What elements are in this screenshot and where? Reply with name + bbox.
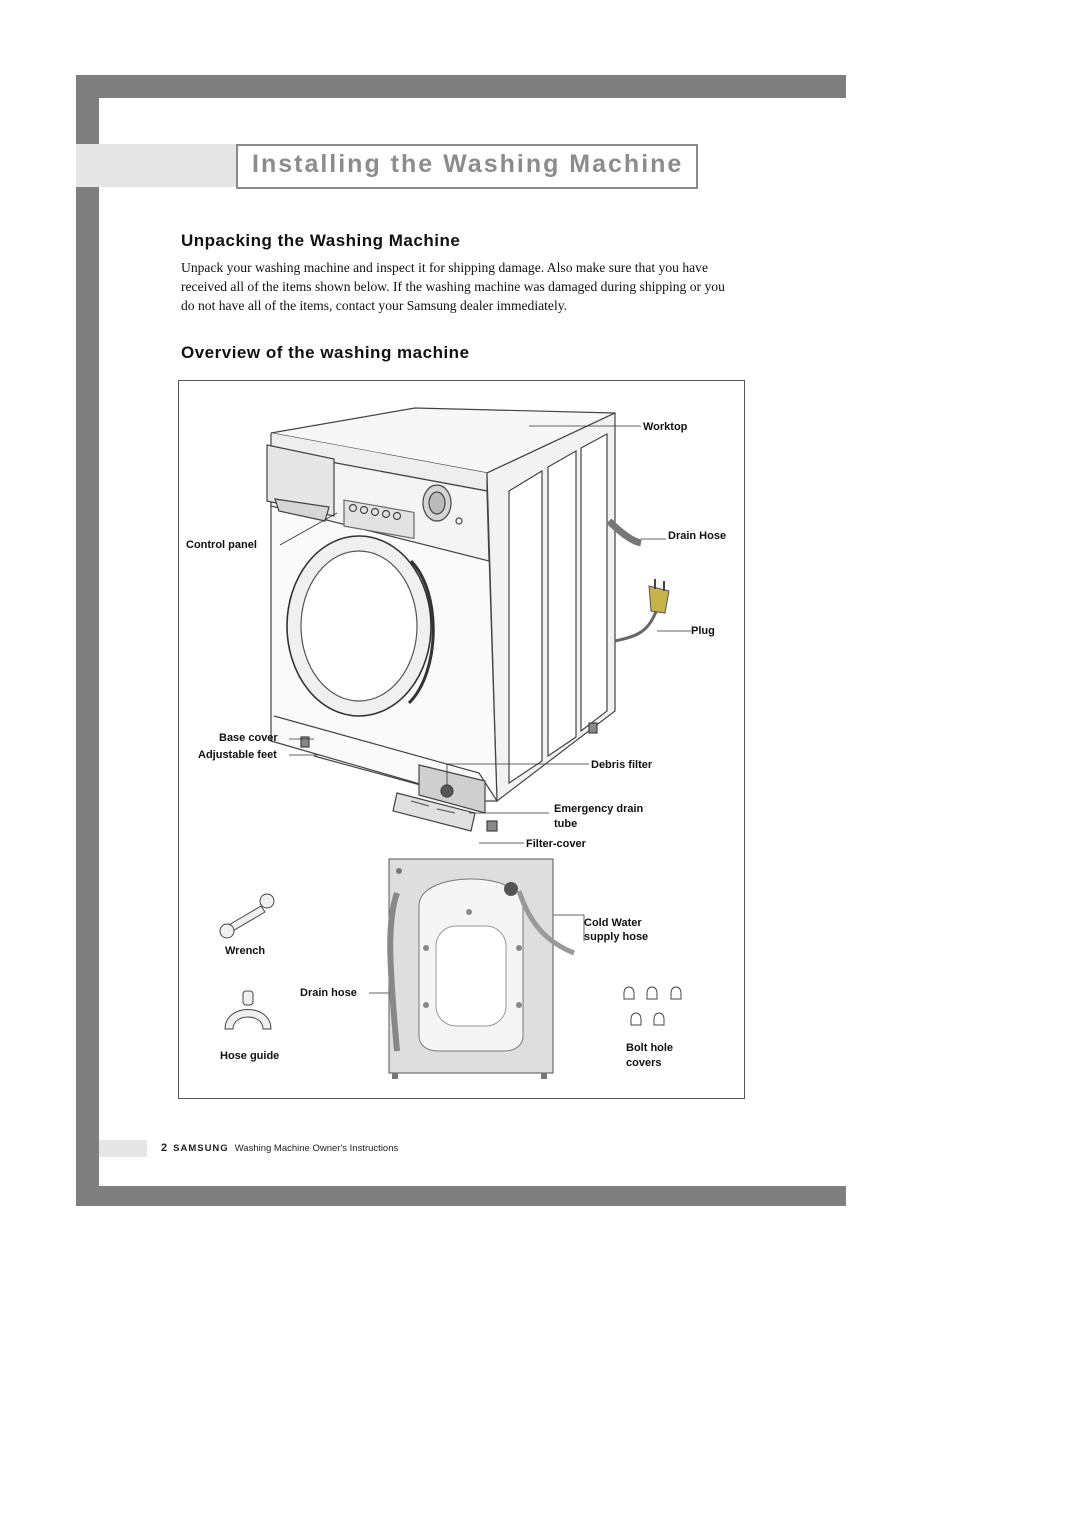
label-supply-hose: supply hose [584, 931, 649, 943]
page-footer: 2 SAMSUNG Washing Machine Owner's Instruct… [161, 1142, 398, 1154]
footer-text: Washing Machine Owner's Instructions [234, 1143, 399, 1154]
title-gray-band [76, 144, 236, 187]
label-emergency-drain: Emergency drain [554, 803, 644, 815]
page-title-box: Installing the Washing Machine [236, 144, 698, 189]
wrench-drawing [219, 893, 275, 939]
leader-lines [279, 425, 691, 994]
frame-left-bar [76, 75, 99, 1206]
overview-figure: Worktop Drain Hose Control panel Plug Ba… [178, 380, 745, 1099]
label-adjustable-feet: Adjustable feet [198, 749, 277, 761]
frame-bottom-bar [76, 1186, 846, 1206]
label-control-panel: Control panel [186, 539, 257, 551]
label-cold-water: Cold Water [584, 917, 642, 929]
label-drain-hose-rear: Drain hose [300, 987, 357, 999]
page-number: 2 [161, 1142, 168, 1154]
label-filter-cover: Filter-cover [526, 838, 586, 850]
brand-name: SAMSUNG [173, 1143, 229, 1154]
label-bolt-hole-covers: covers [626, 1057, 662, 1069]
unpacking-body: Unpack your washing machine and inspect … [181, 260, 725, 313]
label-debris-filter: Debris filter [591, 759, 653, 771]
label-wrench: Wrench [225, 945, 266, 957]
label-plug: Plug [691, 625, 715, 637]
label-base-cover: Base cover [219, 732, 278, 744]
plug-drawing [648, 579, 670, 614]
plug-cord-drawing [614, 608, 659, 643]
unpacking-heading: Unpacking the Washing Machine [181, 231, 461, 250]
label-hose-guide: Hose guide [220, 1050, 280, 1062]
drain-hose-drawing [606, 518, 642, 547]
label-emergency-drain-tube: tube [554, 818, 578, 830]
label-bolt-hole: Bolt hole [626, 1042, 674, 1054]
label-drain-hose: Drain Hose [668, 530, 727, 542]
frame-top-bar [76, 75, 846, 98]
footer-gray-band [99, 1140, 147, 1157]
washing-machine-front-view [266, 407, 616, 832]
page-title: Installing the Washing Machine [252, 150, 684, 178]
bolt-hole-covers-drawing [623, 986, 682, 1026]
label-worktop: Worktop [643, 421, 688, 433]
washing-machine-illustration [219, 407, 691, 1079]
hose-guide-drawing [224, 990, 272, 1030]
washing-machine-rear-view [387, 858, 575, 1079]
overview-heading: Overview of the washing machine [181, 343, 470, 362]
